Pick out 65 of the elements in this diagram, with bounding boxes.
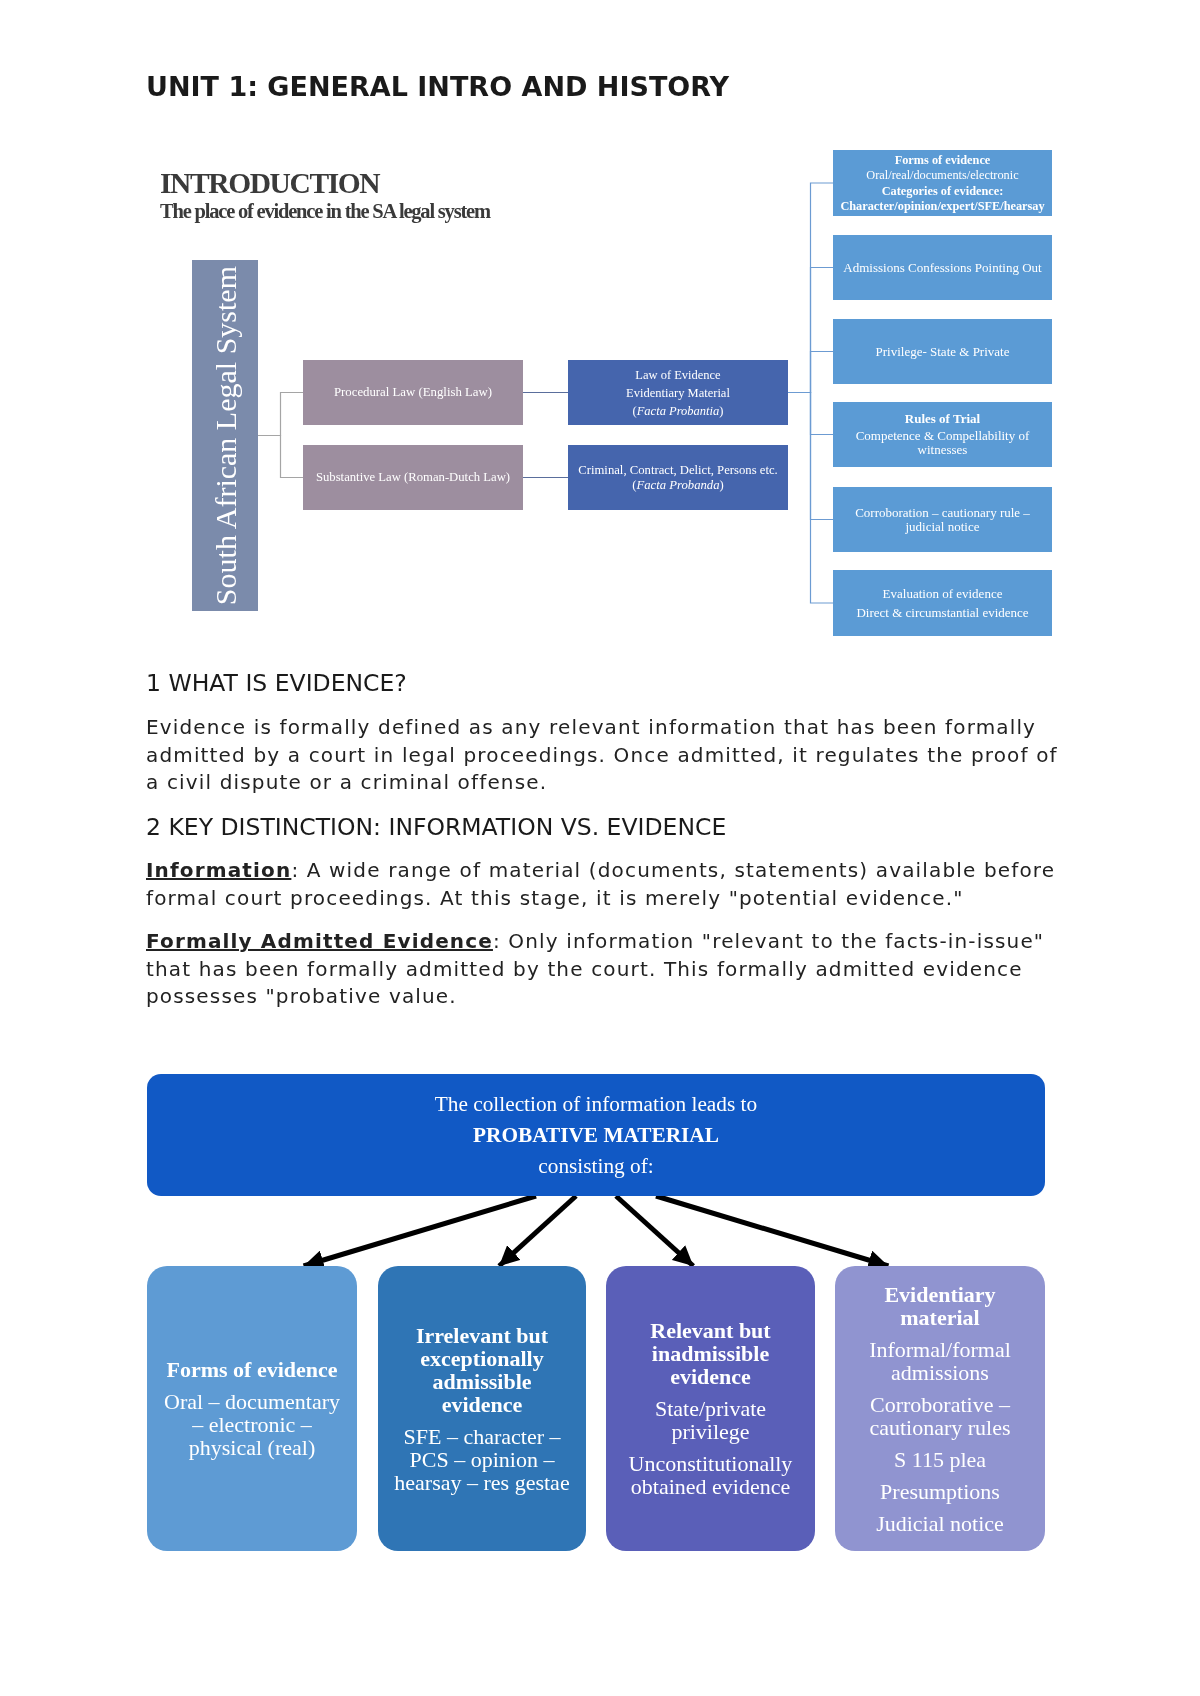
box-label: Criminal, Contract, Delict, Persons etc. (578, 462, 778, 478)
topic-box (833, 487, 1052, 552)
box-label: Corroborative – cautionary rules (868, 1392, 1012, 1439)
connector-line (522, 476, 569, 479)
box-label: Oral – documentary – electronic – physical (real) (163, 1390, 341, 1459)
paragraph: Evidence is formally defined as any relevant information that has been formally admitted by a court in legal proceedings. Once admitted, it regulates the proof of a civil dispute or a criminal offense. (146, 714, 1059, 796)
box-label: Presumptions (880, 1479, 1000, 1503)
box-label: Law of Evidence (635, 366, 721, 383)
box-label: Competence & Compellability of witnesses (854, 429, 1031, 457)
connector-line (787, 391, 834, 604)
box-heading: Relevant but inadmissible evidence (649, 1319, 772, 1388)
box-label: (Facta Probantia) (632, 402, 724, 419)
diagram-heading: INTRODUCTION (160, 167, 380, 200)
category-box (568, 360, 788, 425)
box-label: Substantive Law (Roman-Dutch Law) (315, 470, 511, 485)
box-heading: Irrelevant but exceptionally admissible evidence (414, 1323, 550, 1416)
box-label: State/private privilege (653, 1397, 768, 1443)
connector-line (522, 391, 569, 394)
box-heading: Forms of evidence (894, 152, 991, 167)
box-heading: Character/opinion/expert/SFE/hearsay (840, 199, 1045, 214)
box-label: Privilege- State & Private (875, 344, 1010, 359)
category-card (606, 1266, 815, 1551)
box-label: Judicial notice (876, 1511, 1004, 1535)
box-label: Unconstitutionally obtained evidence (627, 1452, 794, 1498)
box-label: Evidentiary Material (626, 384, 730, 401)
topic-box (833, 235, 1052, 300)
connector-line (257, 434, 304, 479)
box-heading: Categories of evidence: (881, 183, 1004, 198)
box-heading: Evidentiary material (883, 1282, 997, 1329)
category-card (378, 1266, 586, 1551)
paragraph: Information: A wide range of material (documents, statements) available before formal court proceedings. At this stage, it is merely "potential evidence." (146, 857, 1057, 912)
box-label: S 115 plea (893, 1447, 987, 1471)
box-heading: Forms of evidence (166, 1358, 338, 1381)
category-box (568, 445, 788, 510)
box-label: The collection of information leads to (434, 1090, 758, 1118)
category-card (835, 1266, 1045, 1551)
topic-box (833, 150, 1052, 216)
topic-box (833, 319, 1052, 384)
topic-box (833, 402, 1052, 467)
box-label: Procedural Law (English Law) (333, 385, 493, 400)
box-label: Informal/formal admissions (868, 1337, 1012, 1384)
header-banner (147, 1074, 1045, 1196)
box-label: SFE – character – PCS – opinion – hearsay – res gestae (393, 1424, 571, 1494)
topic-box (833, 570, 1052, 636)
diagram-subtitle: The place of evidence in the SA legal system (160, 200, 490, 223)
box-label: Corroboration – cautionary rule – judicial notice (854, 505, 1031, 534)
section-heading: 2 KEY DISTINCTION: INFORMATION VS. EVIDENCE (146, 812, 727, 842)
box-label: Oral/real/documents/electronic (866, 168, 1019, 183)
box-label: Admissions Confessions Pointing Out (843, 260, 1042, 275)
section-heading: 1 WHAT IS EVIDENCE? (146, 668, 407, 698)
box-heading: Rules of Trial (904, 412, 981, 426)
arrow (614, 1194, 695, 1268)
box-heading: PROBATIVE MATERIAL (473, 1121, 719, 1149)
category-card (147, 1266, 357, 1551)
arrow (497, 1194, 578, 1268)
box-label: Evaluation of evidence (882, 586, 1003, 601)
box-label: Direct & circumstantial evidence (856, 605, 1029, 620)
box-label: (Facta Probanda) (632, 477, 724, 493)
vertical-label: South African Legal System (208, 265, 242, 606)
paragraph: Formally Admitted Evidence: Only information "relevant to the facts-in-issue" that has been formally admitted by the court. This formally admitted evidence possesses "probative value. (146, 928, 1046, 1010)
box-label: consisting of: (538, 1152, 654, 1180)
category-box (303, 445, 523, 510)
title-bar (192, 260, 258, 611)
category-box (303, 360, 523, 425)
page-title: UNIT 1: GENERAL INTRO AND HISTORY (146, 71, 730, 103)
